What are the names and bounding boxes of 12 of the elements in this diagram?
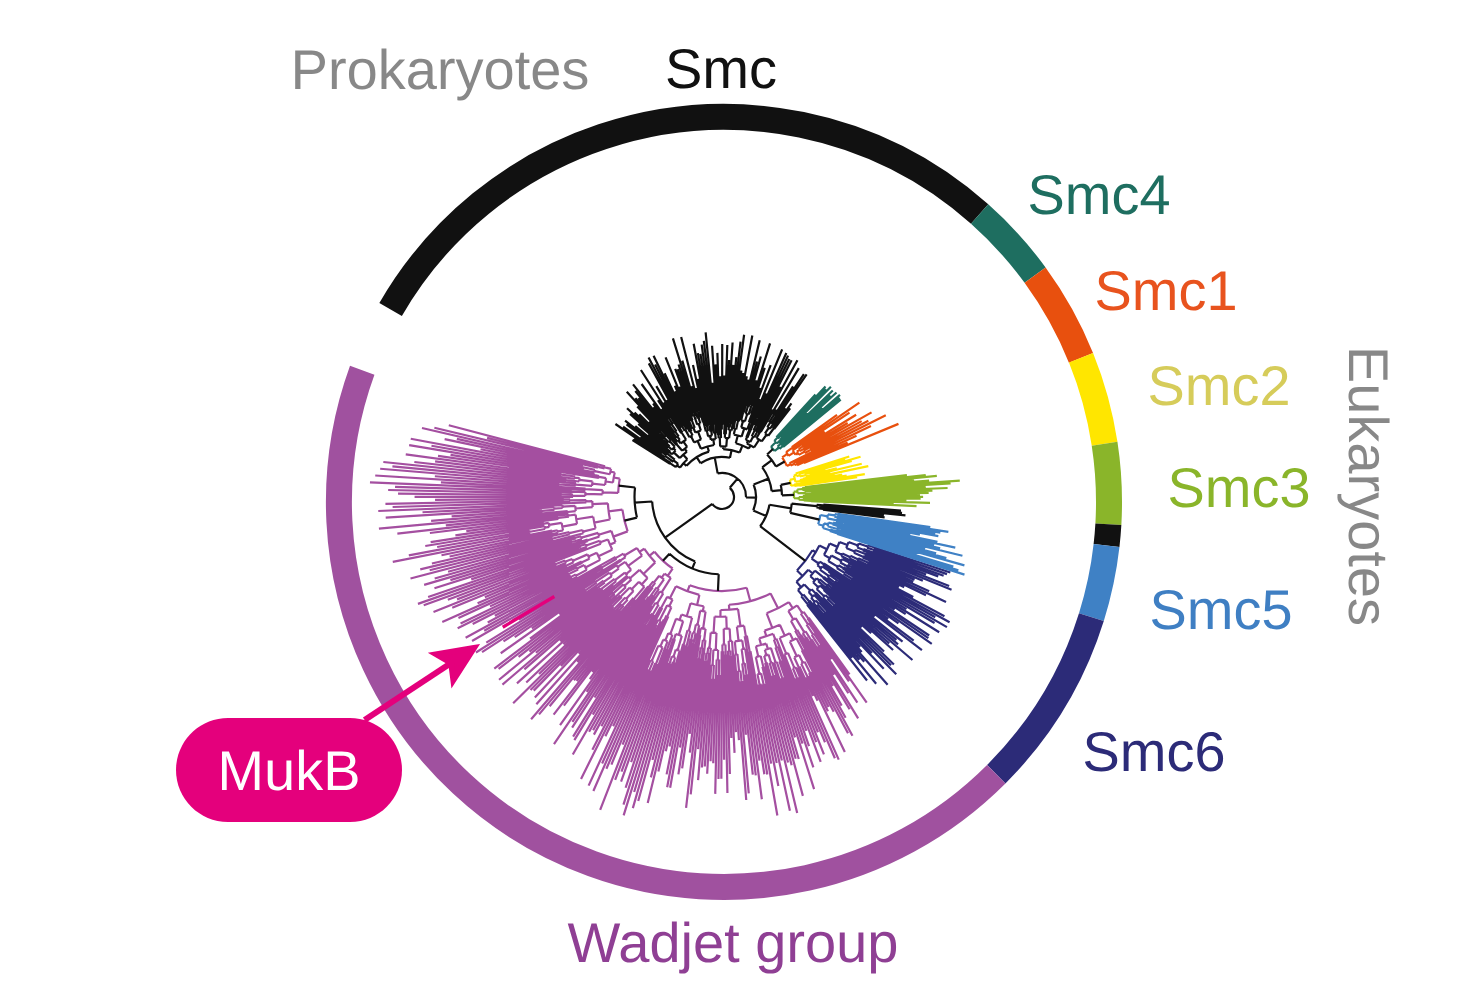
highlighted-branch xyxy=(501,595,556,629)
domain-label: Prokaryotes xyxy=(295,48,588,101)
clade-label: Smc3 xyxy=(1170,467,1309,508)
clade-label: Smc1 xyxy=(1097,270,1235,311)
clade-label: Smc5 xyxy=(1152,589,1291,630)
clade-label: Smc6 xyxy=(1085,731,1224,772)
clade-label: Smc4 xyxy=(1030,174,1169,215)
domain-label: Eukaryotes xyxy=(1337,350,1390,624)
clade-label: Smc2 xyxy=(1150,365,1288,406)
label-pill: MukB xyxy=(176,718,402,822)
clade-label: Wadjet group xyxy=(567,921,897,974)
clade-label: Smc xyxy=(667,48,776,89)
